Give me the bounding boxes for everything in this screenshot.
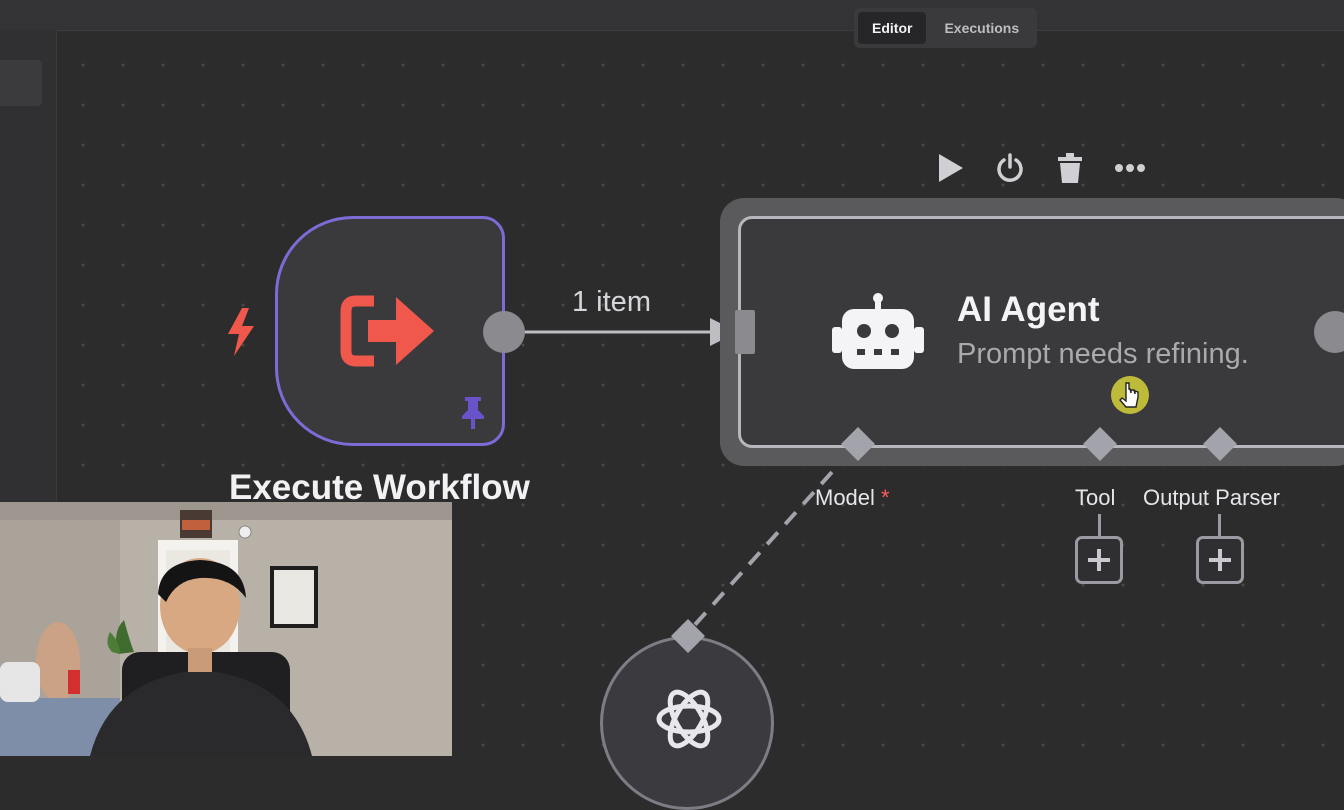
tool-connector-line	[1098, 514, 1101, 536]
node-toolbar	[930, 148, 1150, 188]
tool-label: Tool	[1075, 485, 1116, 510]
top-bar	[0, 0, 1344, 31]
plus-icon	[1209, 549, 1231, 571]
trash-icon[interactable]	[1050, 148, 1090, 188]
model-label: Model *	[815, 485, 890, 510]
openai-chat-model-node[interactable]	[600, 636, 774, 810]
pointer-cursor-icon	[1108, 373, 1152, 417]
robot-icon	[830, 293, 926, 371]
input-handle[interactable]	[735, 310, 755, 354]
output-parser-label: Output Parser	[1143, 485, 1280, 510]
sidebar-item[interactable]	[0, 60, 42, 106]
pin-icon[interactable]	[458, 395, 488, 431]
ai-agent-node[interactable]	[738, 216, 1344, 448]
agent-title: AI Agent	[957, 290, 1100, 329]
add-tool-button[interactable]	[1075, 536, 1123, 584]
tab-executions[interactable]: Executions	[944, 20, 1020, 36]
connection-item-count: 1 item	[572, 286, 651, 318]
more-icon[interactable]	[1110, 148, 1150, 188]
tab-editor[interactable]: Editor	[858, 12, 927, 44]
power-icon[interactable]	[990, 148, 1030, 188]
openai-logo-icon	[653, 683, 725, 755]
plus-icon	[1088, 549, 1110, 571]
agent-output-handle[interactable]	[1314, 311, 1344, 353]
execute-workflow-node[interactable]	[275, 216, 505, 446]
sign-out-arrow-icon	[340, 291, 440, 371]
webcam-overlay	[0, 502, 452, 756]
add-output-parser-button[interactable]	[1196, 536, 1244, 584]
agent-subtitle: Prompt needs refining.	[957, 338, 1249, 370]
execute-workflow-label: Execute Workflow	[229, 468, 530, 507]
output-parser-connector-line	[1218, 514, 1221, 536]
editor-executions-toggle: Editor Executions	[854, 8, 1037, 48]
output-handle[interactable]	[483, 311, 525, 353]
model-dashed-connection	[690, 450, 852, 630]
play-icon[interactable]	[930, 148, 970, 188]
trigger-bolt-icon	[222, 306, 258, 358]
